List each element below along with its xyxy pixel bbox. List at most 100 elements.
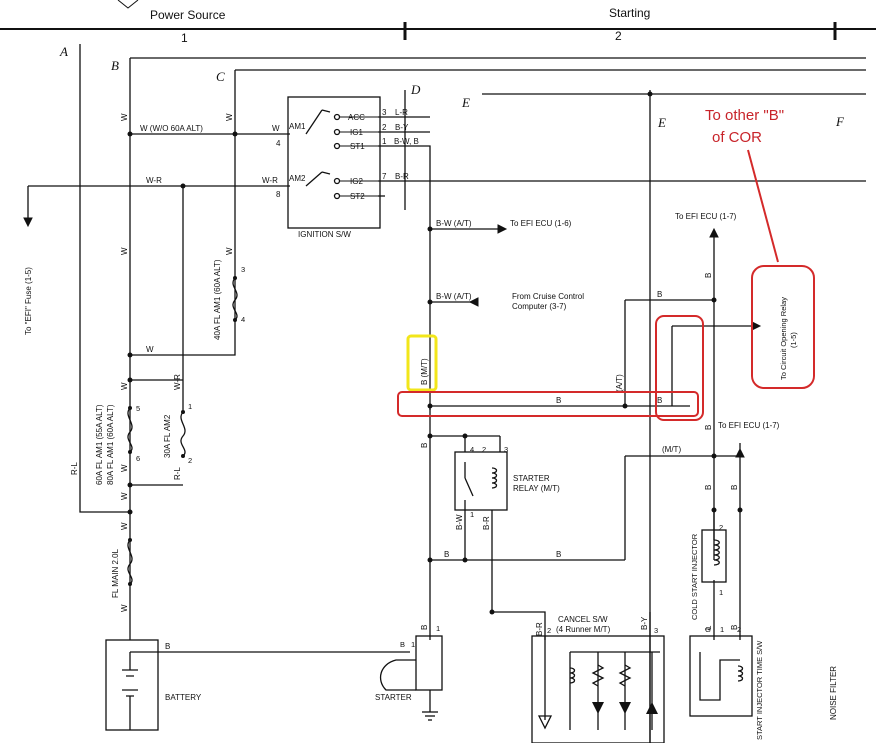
- svg-text:B: B: [704, 273, 713, 278]
- svg-text:B-W (A/T): B-W (A/T): [436, 219, 472, 228]
- svg-text:AM1: AM1: [289, 122, 306, 131]
- resistor-icon-1: [591, 664, 605, 687]
- injector-coil-icon: [713, 539, 720, 566]
- svg-text:B: B: [730, 485, 739, 490]
- red-highlight-cor: [751, 265, 815, 389]
- svg-text:(A/T): (A/T): [615, 374, 624, 392]
- svg-text:4: 4: [470, 445, 474, 454]
- svg-text:2: 2: [482, 445, 486, 454]
- svg-text:1: 1: [720, 625, 724, 634]
- power-source-symbol: [117, 0, 139, 9]
- svg-text:FL MAIN 2.0L: FL MAIN 2.0L: [111, 548, 120, 598]
- svg-text:(M/T): (M/T): [662, 445, 681, 454]
- svg-text:B-R: B-R: [535, 622, 544, 636]
- fuse-40a-icon: [232, 277, 238, 321]
- svg-text:1: 1: [719, 588, 723, 597]
- ignition-switch: IGNITION S/W AM1 AM2 ACC IG1 ST1 IG2 ST2…: [276, 96, 419, 239]
- svg-text:1: 1: [188, 402, 192, 411]
- svg-text:2: 2: [547, 626, 551, 635]
- svg-text:W: W: [146, 345, 154, 354]
- svg-text:7: 7: [382, 172, 387, 181]
- wire-labels: W W W W W W W W W W (W/O 60A ALT) W W-R …: [70, 113, 739, 636]
- to-efi-fuse-label: To "EFI" Fuse (1-5): [24, 267, 33, 335]
- svg-text:L: L: [704, 625, 713, 630]
- svg-text:W: W: [120, 113, 129, 121]
- wire-letters: A B C D E E F: [59, 44, 845, 130]
- svg-text:B: B: [704, 425, 713, 430]
- destination-labels: To "EFI" Fuse (1-5) To EFI ECU (1-6) To …: [24, 212, 838, 720]
- svg-text:NOISE FILTER: NOISE FILTER: [829, 666, 838, 720]
- fuse-30a-icon: [180, 411, 186, 457]
- wire-letter-c: C: [216, 69, 225, 84]
- red-highlight-bus: [397, 391, 699, 417]
- svg-text:COLD START INJECTOR: COLD START INJECTOR: [690, 533, 699, 620]
- svg-text:W: W: [120, 492, 129, 500]
- svg-text:B: B: [556, 550, 561, 559]
- wire-letter-e2: E: [657, 115, 666, 130]
- svg-text:B-Y: B-Y: [395, 123, 409, 132]
- svg-text:5: 5: [136, 404, 140, 413]
- svg-text:2: 2: [188, 456, 192, 465]
- svg-text:W: W: [225, 247, 234, 255]
- svg-text:(4 Runner M/T): (4 Runner M/T): [556, 625, 611, 634]
- svg-text:L-R: L-R: [395, 108, 408, 117]
- column-2: 2: [615, 29, 622, 43]
- svg-text:1: 1: [382, 137, 387, 146]
- svg-text:3: 3: [654, 626, 658, 635]
- fuse-60a-icon: [127, 407, 133, 453]
- svg-text:W-R: W-R: [146, 176, 162, 185]
- wire-letter-a: A: [59, 44, 68, 59]
- battery: BATTERY B: [105, 639, 202, 731]
- svg-text:B: B: [657, 396, 662, 405]
- svg-text:B-W, B: B-W, B: [394, 137, 419, 146]
- starter-motor-icon: [379, 659, 416, 691]
- to-cor-label: To Circuit Opening Relay: [779, 297, 788, 380]
- header: Power Source Starting 1 2: [0, 0, 876, 45]
- time-switch-coil-icon: [737, 665, 744, 682]
- svg-text:B: B: [400, 640, 405, 649]
- wiring: [23, 44, 866, 743]
- svg-text:30A FL AM2: 30A FL AM2: [163, 414, 172, 458]
- svg-text:W: W: [120, 522, 129, 530]
- resistor-icon-2: [618, 664, 632, 687]
- svg-text:B: B: [556, 396, 561, 405]
- svg-text:W: W: [120, 464, 129, 472]
- svg-text:W: W: [120, 604, 129, 612]
- svg-text:2: 2: [382, 123, 387, 132]
- annotation-line-2: of COR: [712, 129, 762, 146]
- am1-contact-icon: [305, 109, 323, 135]
- svg-text:3: 3: [382, 108, 387, 117]
- fuse-main-icon: [127, 539, 133, 585]
- svg-text:4: 4: [241, 315, 245, 324]
- cold-start-injector: 2 1 COLD START INJECTOR: [690, 523, 727, 620]
- svg-text:To EFI ECU (1-7): To EFI ECU (1-7): [718, 421, 780, 430]
- svg-text:B-R: B-R: [395, 172, 409, 181]
- svg-text:3: 3: [504, 445, 508, 454]
- annotation-overlay: To other "B" of COR: [397, 107, 815, 421]
- svg-text:40A FL AM1 (60A ALT): 40A FL AM1 (60A ALT): [213, 259, 222, 340]
- svg-text:To EFI ECU (1-7): To EFI ECU (1-7): [675, 212, 737, 221]
- svg-text:B: B: [420, 443, 429, 448]
- diode-icon-4: [646, 702, 658, 714]
- start-injector-time-switch: G 1 2 START INJECTOR TIME S/W: [689, 625, 764, 740]
- header-starting: Starting: [609, 6, 650, 20]
- cancel-coil-icon: [569, 667, 576, 684]
- svg-text:W: W: [225, 113, 234, 121]
- relay-switch-icon: [464, 462, 474, 510]
- svg-text:3: 3: [241, 265, 245, 274]
- annotation-arrow: [747, 149, 779, 263]
- ignition-switch-box: [287, 96, 381, 229]
- svg-text:W: W: [272, 124, 280, 133]
- svg-text:B: B: [657, 290, 662, 299]
- svg-text:B (M/T): B (M/T): [420, 358, 429, 385]
- svg-text:To EFI ECU (1-6): To EFI ECU (1-6): [510, 219, 572, 228]
- svg-text:(1-5): (1-5): [789, 332, 798, 348]
- yellow-highlight: [406, 334, 438, 392]
- ignition-switch-title: IGNITION S/W: [298, 230, 351, 239]
- cancel-switch: CANCEL S/W (4 Runner M/T) 2 3: [531, 615, 665, 743]
- annotation-line-1: To other "B": [705, 107, 784, 124]
- red-highlight-b-wire: [655, 315, 704, 421]
- svg-text:B-W (A/T): B-W (A/T): [436, 292, 472, 301]
- svg-text:R-L: R-L: [173, 467, 182, 480]
